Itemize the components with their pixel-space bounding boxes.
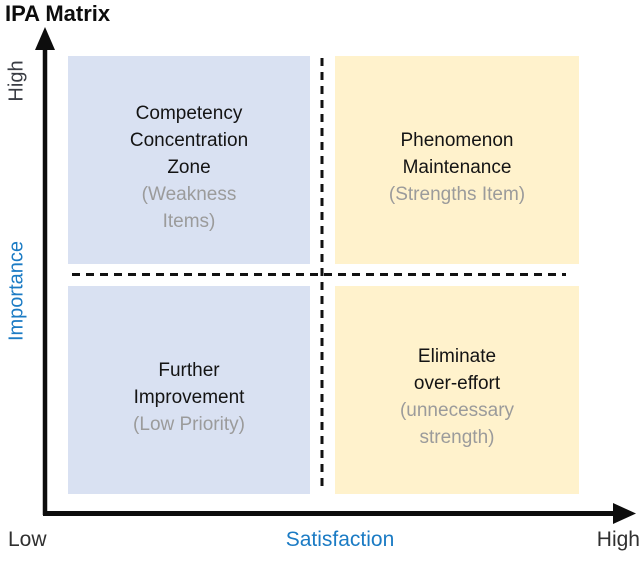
quadrant-subtitle: (unnecessary strength)	[399, 400, 515, 448]
quadrant-eliminate-over-effort: Eliminate over-effort (unnecessary stren…	[335, 286, 579, 494]
quadrant-title: Competency Concentration Zone	[129, 102, 249, 178]
page-title: IPA Matrix	[5, 1, 111, 26]
quadrant-title: Further Improvement	[133, 359, 245, 408]
y-axis-arrowhead-icon	[35, 27, 55, 50]
x-axis-title: Satisfaction	[285, 528, 395, 551]
y-axis-high-label: High	[5, 60, 28, 102]
quadrant-title: Phenomenon Maintenance	[400, 129, 514, 178]
quadrant-subtitle: (Weakness Items)	[141, 183, 237, 232]
x-axis-arrowhead-icon	[613, 503, 636, 524]
x-axis-low-label: Low	[8, 528, 47, 551]
quadrant-further-improvement: Further Improvement (Low Priority)	[68, 286, 310, 494]
quadrant-subtitle: (Low Priority)	[133, 413, 245, 435]
quadrant-title: Eliminate over-effort	[413, 346, 501, 394]
y-axis-title: Importance	[5, 240, 28, 342]
quadrant-competency-concentration-zone: Competency Concentration Zone (Weakness …	[68, 56, 310, 264]
quadrant-phenomenon-maintenance: Phenomenon Maintenance (Strengths Item)	[335, 56, 579, 264]
x-axis-high-label: High	[596, 528, 640, 551]
quadrant-subtitle: (Strengths Item)	[388, 183, 526, 205]
